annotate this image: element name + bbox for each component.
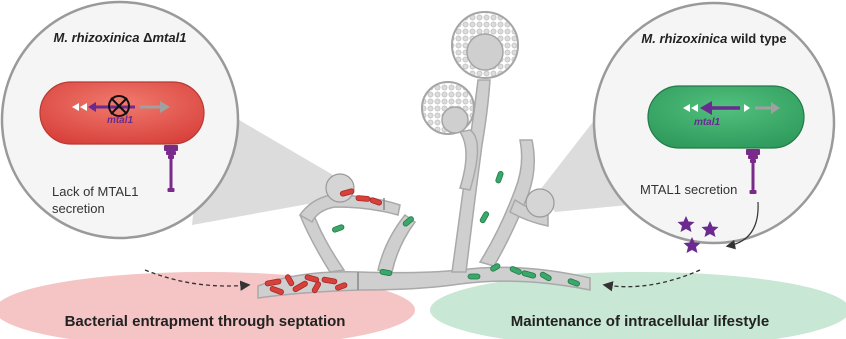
mutant-phenotype-label: Bacterial entrapment through septation [65,313,346,330]
wildtype-zoom-panel: M. rhizoxinica wild type mtal1 MTAL1 sec… [594,3,834,253]
mutant-title: M. rhizoxinica Δmtal1 [54,30,187,45]
mutant-gene-label: mtal1 [107,115,134,126]
sporangium-small [422,82,474,134]
wildtype-phenotype-label: Maintenance of intracellular lifestyle [511,313,769,330]
mutant-zoom-panel: M. rhizoxinica Δmtal1 mtal1 Lack of MTAL… [2,2,238,238]
sporangium-large [452,12,518,78]
mutant-caption-line2: secretion [52,201,105,216]
right-zoom-spot [526,189,554,217]
mutant-bacterium [40,82,204,144]
wildtype-caption: MTAL1 secretion [640,182,737,197]
wildtype-gene-label: mtal1 [694,117,721,128]
mutant-caption-line1: Lack of MTAL1 [52,184,138,199]
left-zoom-spot [326,174,354,202]
wildtype-bacterium [648,86,804,148]
wildtype-title: M. rhizoxinica wild type [641,31,786,46]
